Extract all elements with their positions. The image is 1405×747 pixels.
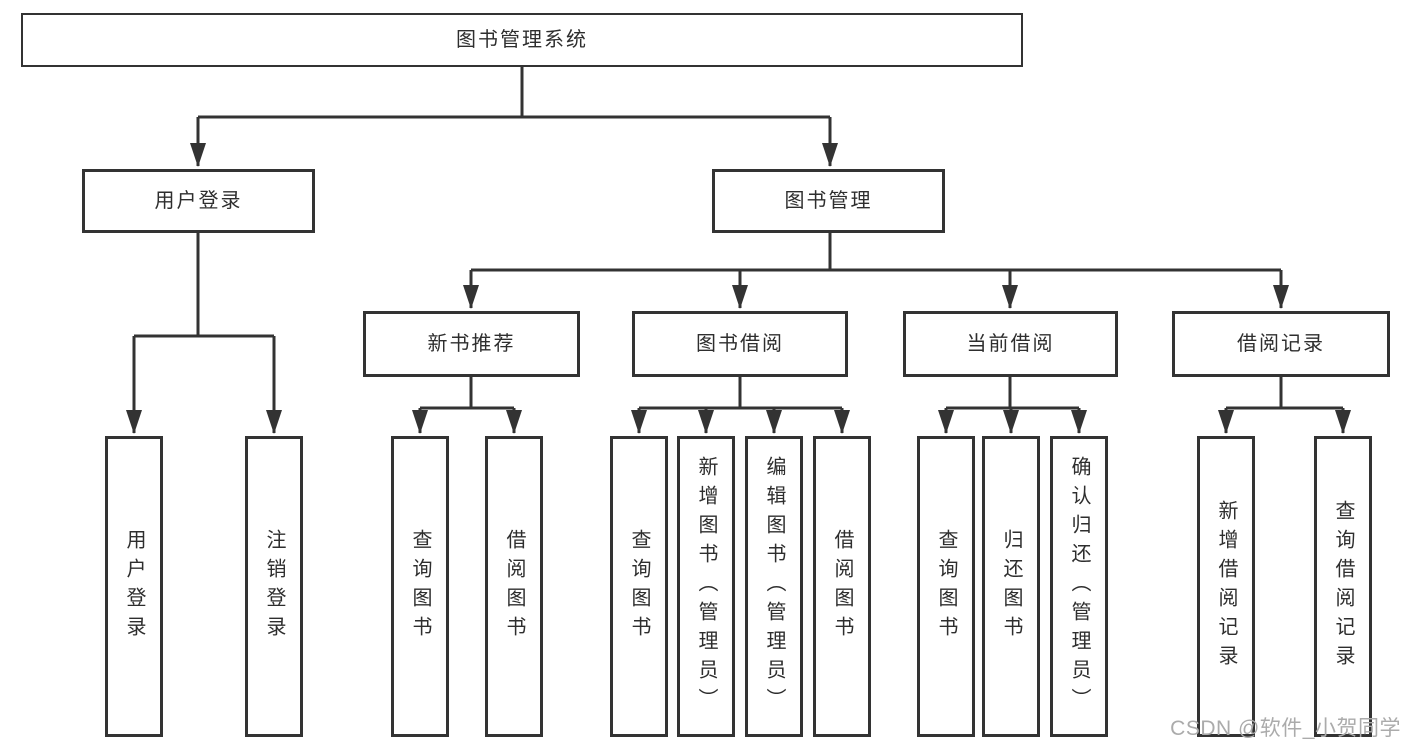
node-current-borrowing-label: 当前借阅	[966, 333, 1055, 355]
connector-book-borrowing	[631, 377, 850, 434]
leaf-confirm-return-admin-label: 确认归还（管理员）	[1068, 456, 1090, 717]
csdn-watermark: CSDN @软件_小贺同学	[1170, 717, 1401, 740]
leaf-add-book-admin-label: 新增图书（管理员）	[695, 456, 717, 717]
connector-user-login	[126, 233, 282, 434]
node-borrowing-records-label: 借阅记录	[1237, 333, 1325, 355]
leaf-add-borrow-record: 新增借阅记录	[1197, 436, 1255, 737]
leaf-query-borrow-record: 查询借阅记录	[1314, 436, 1372, 737]
node-book-borrowing-label: 图书借阅	[696, 333, 784, 355]
leaf-borrow-books-recommend-label: 借阅图书	[503, 528, 525, 645]
leaf-user-login: 用户登录	[105, 436, 163, 737]
node-new-book-recommendation: 新书推荐	[363, 311, 580, 377]
connector-current-borrowing	[938, 377, 1087, 434]
node-new-book-recommendation-label: 新书推荐	[427, 333, 516, 355]
leaf-user-login-label: 用户登录	[123, 528, 145, 645]
node-book-management-label: 图书管理	[784, 190, 873, 212]
leaf-query-books-recommend-label: 查询图书	[409, 528, 431, 645]
node-root: 图书管理系统	[21, 13, 1023, 67]
leaf-query-books-current: 查询图书	[917, 436, 975, 737]
leaf-query-books-current-label: 查询图书	[935, 528, 957, 645]
leaf-borrow-books-borrowing-label: 借阅图书	[831, 528, 853, 645]
connector-new-book-recommendation	[412, 377, 522, 434]
leaf-query-books-recommend: 查询图书	[391, 436, 449, 737]
node-root-label: 图书管理系统	[456, 29, 588, 51]
leaf-borrow-books-recommend: 借阅图书	[485, 436, 543, 737]
leaf-return-books: 归还图书	[982, 436, 1040, 737]
leaf-confirm-return-admin: 确认归还（管理员）	[1050, 436, 1108, 737]
node-user-login-group: 用户登录	[82, 169, 315, 233]
leaf-return-books-label: 归还图书	[1000, 528, 1022, 645]
leaf-logout: 注销登录	[245, 436, 303, 737]
node-current-borrowing: 当前借阅	[903, 311, 1118, 377]
leaf-add-borrow-record-label: 新增借阅记录	[1215, 499, 1237, 674]
leaf-query-books-borrowing-label: 查询图书	[628, 528, 650, 645]
connector-root	[190, 67, 838, 167]
leaf-query-borrow-record-label: 查询借阅记录	[1332, 499, 1354, 674]
node-book-borrowing: 图书借阅	[632, 311, 848, 377]
leaf-logout-label: 注销登录	[263, 528, 285, 645]
leaf-add-book-admin: 新增图书（管理员）	[677, 436, 735, 737]
connector-borrowing-records	[1218, 377, 1351, 434]
leaf-edit-book-admin-label: 编辑图书（管理员）	[763, 456, 785, 717]
node-borrowing-records: 借阅记录	[1172, 311, 1390, 377]
leaf-edit-book-admin: 编辑图书（管理员）	[745, 436, 803, 737]
leaf-query-books-borrowing: 查询图书	[610, 436, 668, 737]
connector-book-management	[463, 233, 1289, 309]
node-book-management: 图书管理	[712, 169, 945, 233]
leaf-borrow-books-borrowing: 借阅图书	[813, 436, 871, 737]
node-user-login-group-label: 用户登录	[154, 190, 243, 212]
